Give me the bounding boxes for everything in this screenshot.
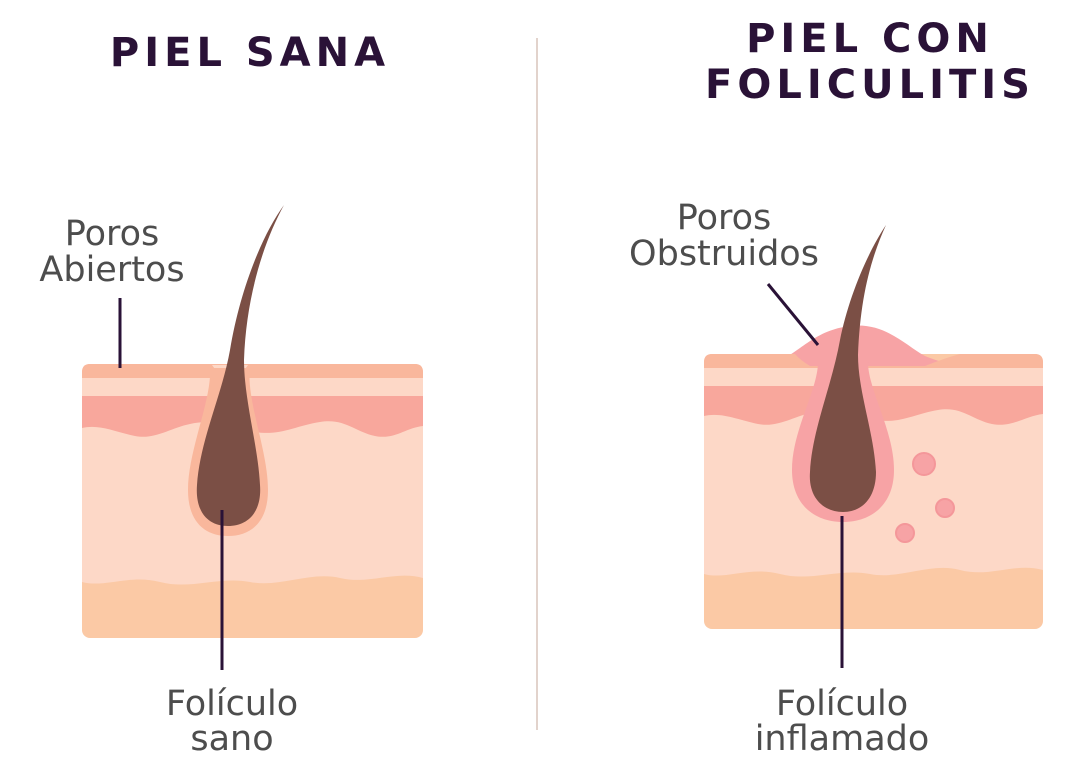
pustule-medium [935,498,955,518]
pustule-large [912,452,936,476]
inflamed-hair [809,225,886,512]
healthy-skin-title: PIEL SANA [109,30,391,76]
open-pores-label-line2: Abiertos [39,250,185,290]
inflamed-skin-surface [704,354,1043,372]
swollen-bump [770,325,960,366]
inflamed-follicle-label-line2: inflamado [754,719,930,759]
folliculitis-illustration [704,225,1043,668]
panel-divider [536,38,538,730]
clogged-pores-leader-line [766,283,820,346]
folliculitis-title-line2: FOLICULITIS [705,62,1035,108]
healthy-skin-surface [82,364,423,382]
healthy-hair [196,205,284,526]
pustule-small [895,523,915,543]
folliculitis-title-line1: PIEL CON [746,16,994,62]
inflamed-follicle-label-line1: Folículo [775,684,909,724]
healthy-skin-illustration [82,205,423,670]
clogged-pores-label-line2: Obstruidos [629,234,819,274]
healthy-follicle-label-line2: sano [190,719,274,759]
open-pores-label-line1: Poros [64,214,160,254]
clogged-pores-label-line1: Poros [676,198,772,238]
healthy-follicle-label-line1: Folículo [165,684,299,724]
